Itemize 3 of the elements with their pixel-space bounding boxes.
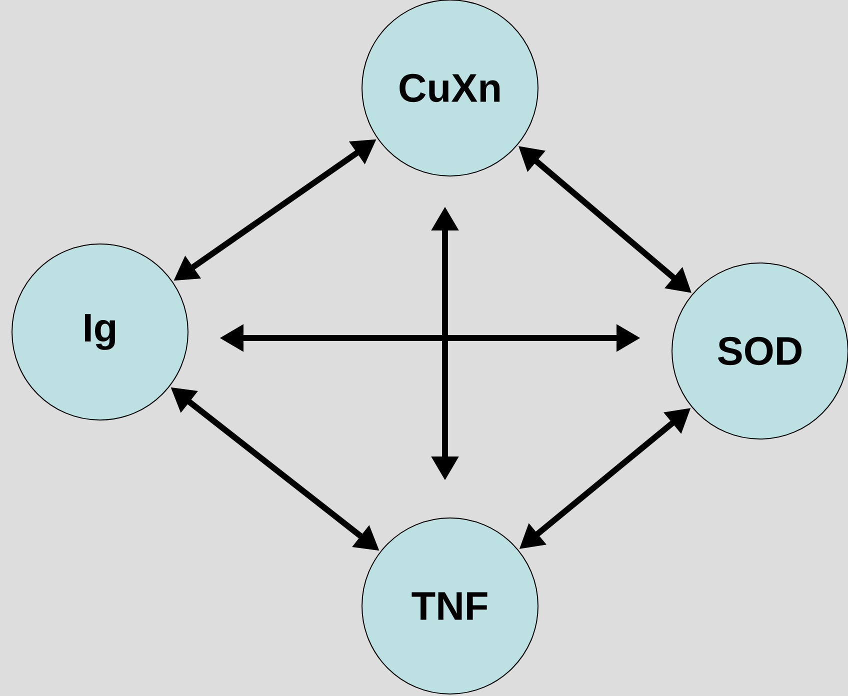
circle-node: Ig	[12, 244, 188, 420]
circle-node: SOD	[672, 262, 848, 440]
circle-node: TNF	[362, 518, 538, 694]
